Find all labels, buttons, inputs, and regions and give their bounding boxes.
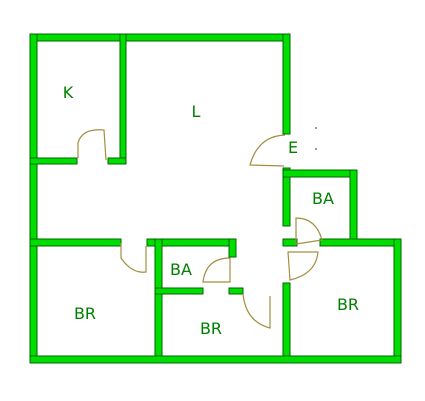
kitchen-wall-bottom xyxy=(29,157,78,165)
bedroom-right-wall-right xyxy=(393,238,402,363)
stray-marks xyxy=(315,127,317,150)
bath-upper-wall-bottom xyxy=(319,238,401,247)
bath-upper-door xyxy=(295,217,323,245)
bath-lower-door xyxy=(202,257,231,283)
stray-dot-bottom xyxy=(315,148,317,150)
outer-wall-right-upper xyxy=(282,33,291,135)
bath-upper-wall-top xyxy=(282,169,357,178)
outer-wall-left xyxy=(29,33,38,363)
room-label-bedroom-right: BR xyxy=(336,295,360,314)
bath-lower-wall-right xyxy=(228,238,237,258)
outer-wall-top xyxy=(29,33,291,42)
room-label-kitchen: K xyxy=(62,83,74,102)
room-label-bedroom-middle: BR xyxy=(199,319,223,338)
hall-wall-right xyxy=(282,282,291,363)
door-swings xyxy=(77,129,323,329)
bedroom-left-door xyxy=(120,243,147,273)
bath-lower-wall-bottom-b xyxy=(228,287,244,295)
kitchen-wall-bottom-stub xyxy=(107,157,127,165)
stray-dot-top xyxy=(315,127,317,129)
bath-upper-wall-right xyxy=(349,169,358,247)
entry-door xyxy=(249,134,286,167)
bedroom-right-door xyxy=(287,251,319,281)
room-label-bath-upper: BA xyxy=(312,189,334,208)
bedroom-left-wall-right xyxy=(154,238,163,363)
kitchen-door xyxy=(77,129,107,161)
bedroom-middle-door xyxy=(242,293,271,329)
walls xyxy=(29,33,402,364)
outer-wall-bottom xyxy=(29,355,402,364)
kitchen-wall-vertical xyxy=(119,33,127,165)
room-label-entry: E xyxy=(287,138,299,157)
room-label-bath-lower: BA xyxy=(170,260,192,279)
bath-upper-wall-stub xyxy=(282,238,298,247)
outer-wall-right-middle xyxy=(282,167,291,227)
room-label-living: L xyxy=(191,102,201,121)
bath-lower-wall-bottom-a xyxy=(154,287,204,295)
bedroom-left-wall-top-a xyxy=(29,238,122,247)
room-label-bedroom-left: BR xyxy=(73,304,97,323)
